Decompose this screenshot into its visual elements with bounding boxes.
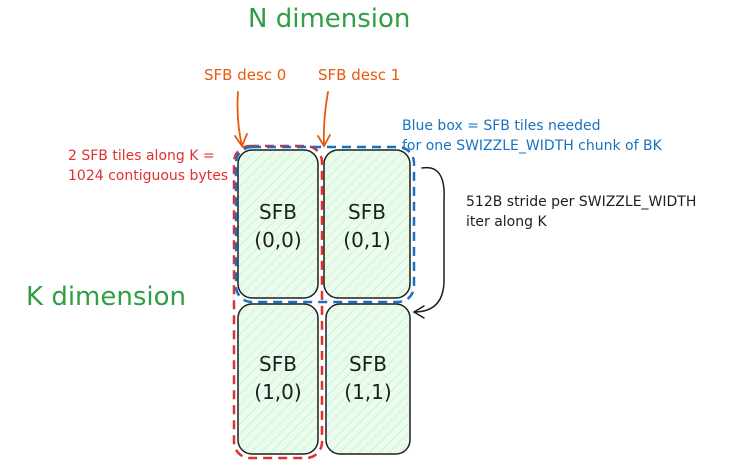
- red-note-line-1: 2 SFB tiles along K =: [68, 148, 215, 164]
- tile-coord: (1,1): [344, 380, 392, 404]
- sfb-desc-1-label: SFB desc 1: [318, 66, 401, 84]
- blue-box-note: Blue box = SFB tiles needed for one SWIZ…: [402, 116, 662, 156]
- contiguous-bytes-note: 2 SFB tiles along K = 1024 contiguous by…: [68, 146, 228, 186]
- stride-note: 512B stride per SWIZZLE_WIDTH iter along…: [466, 192, 696, 232]
- tile-1-0-label: SFB (1,0): [236, 350, 320, 406]
- blue-note-line-1: Blue box = SFB tiles needed: [402, 118, 601, 134]
- tile-1-1-label: SFB (1,1): [326, 350, 410, 406]
- n-dimension-title: N dimension: [248, 4, 411, 34]
- tile-0-0-label: SFB (0,0): [236, 198, 320, 254]
- tile-name: SFB: [259, 200, 297, 224]
- tile-0-1-label: SFB (0,1): [325, 198, 409, 254]
- stride-note-line-1: 512B stride per SWIZZLE_WIDTH: [466, 194, 697, 210]
- tile-name: SFB: [259, 352, 297, 376]
- tile-0-1: [323, 149, 411, 299]
- tile-1-0: [237, 303, 319, 455]
- sfb-desc-0-label: SFB desc 0: [204, 66, 287, 84]
- blue-note-line-2: for one SWIZZLE_WIDTH chunk of BK: [402, 138, 662, 154]
- tile-0-0: [237, 149, 319, 299]
- red-dashed-box: [232, 144, 324, 460]
- tile-name: SFB: [349, 352, 387, 376]
- desc1-arrow: [317, 91, 331, 148]
- stride-arrow: [412, 166, 445, 319]
- tile-name: SFB: [348, 200, 386, 224]
- tile-coord: (1,0): [254, 380, 302, 404]
- tile-1-1: [325, 303, 411, 455]
- tile-coord: (0,0): [254, 228, 302, 252]
- k-dimension-title: K dimension: [26, 282, 186, 312]
- desc0-arrow: [234, 91, 248, 148]
- blue-dashed-box: [234, 145, 416, 304]
- red-note-line-2: 1024 contiguous bytes: [68, 168, 229, 184]
- stride-note-line-2: iter along K: [466, 214, 547, 230]
- tile-coord: (0,1): [343, 228, 391, 252]
